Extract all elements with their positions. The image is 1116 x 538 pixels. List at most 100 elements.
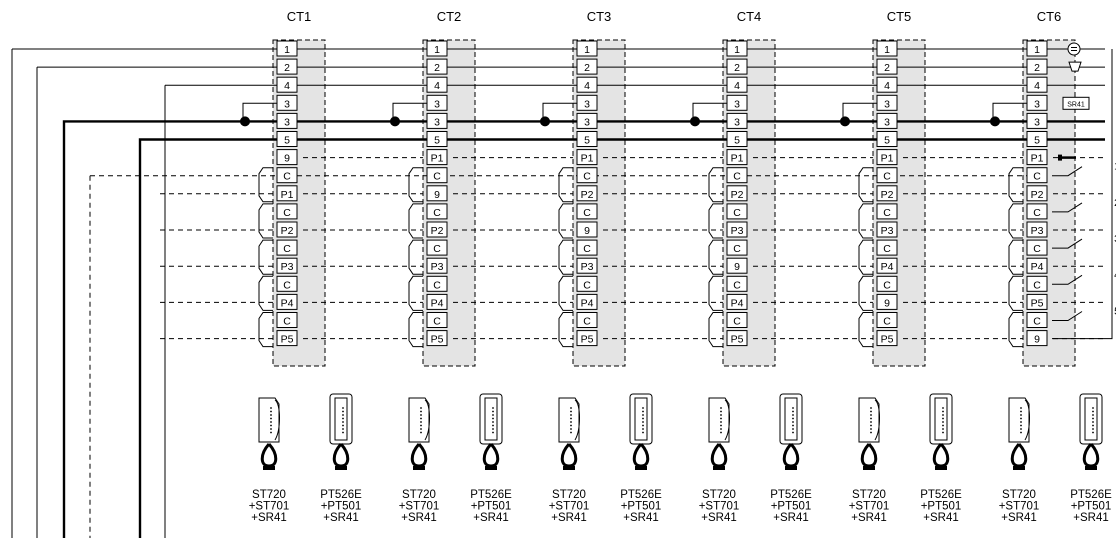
terminal-box-ct3-9 [576,203,598,220]
terminal-label-ct3-5: 5 [584,135,590,147]
terminal-box-ct6-16 [1026,330,1048,347]
terminal-label-ct1-6: 9 [284,153,290,165]
terminal-box-ct1-2 [276,76,298,93]
column-header-ct4: CT4 [737,9,762,24]
terminal-label-ct5-5: 5 [884,135,890,147]
keypad-dot [570,428,572,430]
terminal-label-ct3-7: C [583,171,591,183]
keypad-dot [1020,407,1022,409]
keypad-dot [792,417,794,420]
c-bracket-ct1-3 [258,275,273,311]
terminal-label-ct2-5: 5 [434,135,440,147]
keypad-dot [792,428,794,430]
terminal-box-ct6-13 [1026,275,1048,292]
terminal-box-ct2-10 [426,221,448,238]
terminal-box-ct2-6 [426,149,448,166]
coiled-cord [482,442,500,468]
terminal-label-ct1-7: C [283,171,291,183]
handset-body [858,397,880,443]
keypad-dot [642,428,644,430]
terminal-label-ct5-3: 3 [884,98,890,110]
terminal-label-ct1-9: C [283,207,291,219]
handset-receiver [634,397,648,441]
terminal-box-ct4-15 [726,312,748,328]
terminal-label-ct5-13: C [883,279,891,291]
wiring-layer [11,48,1113,538]
handset-caption-ct4-0-1: +ST701 [699,501,740,513]
terminal-box-ct2-0 [426,40,448,57]
keypad-dot [570,414,572,416]
keypad-dot [1092,410,1094,413]
keypad-dot [342,428,344,430]
keypad-dot [570,407,572,409]
terminal-box-ct3-6 [576,149,598,166]
terminal-box-ct2-5 [426,131,448,147]
c-bracket-ct5-4 [858,312,873,348]
terminal-label-ct3-10: 9 [584,225,590,237]
handset-caption-ct6-0-1: +ST701 [999,501,1040,513]
handset-receiver [574,399,580,441]
keypad-dot [720,428,722,430]
keypad-dot [342,424,344,427]
terminal-box-ct1-4 [276,112,298,129]
c-bracket-ct1-2 [258,239,273,275]
cord-plug [635,466,647,470]
keypad-dot [942,428,944,430]
terminal-label-ct5-0: 1 [884,44,890,56]
terminal-label-ct5-15: C [883,316,891,328]
terminal-box-ct2-4 [426,112,448,129]
terminal-label-ct4-2: 4 [734,80,740,92]
terminal-label-ct2-12: P3 [431,261,444,273]
terminal-box-ct5-14 [876,293,898,310]
keypad-dot [420,417,422,420]
sr41-module-label: SR41 [1067,101,1085,108]
keypad-dot [570,424,572,427]
panel-ct1 [272,39,326,367]
keypad-dot [1020,421,1022,423]
handset-caption-ct5-0-0: ST720 [852,489,886,501]
keypad-dot [792,421,794,423]
c-bracket-ct1-1 [258,203,273,239]
c-bracket-ct2-3 [408,275,423,311]
terminal-box-ct5-16 [876,330,898,347]
c-bracket-ct4-0 [708,167,723,203]
terminal-box-ct4-1 [726,58,748,75]
terminal-label-ct3-14: P4 [581,297,594,309]
terminal-label-ct4-0: 1 [734,44,740,56]
terminal-box-ct6-0 [1026,40,1048,57]
keypad-dot [942,414,944,416]
terminal-box-ct6-8 [1026,185,1048,202]
terminal-label-ct2-11: C [433,243,441,255]
jumper-ct3 [542,102,583,122]
keypad-dot [492,414,494,416]
terminal-label-ct1-13: C [283,279,291,291]
keypad-dot [342,414,344,416]
terminal-box-ct3-16 [576,330,598,347]
handset-body [708,397,730,443]
junction-dot-ct4 [690,116,700,127]
keypad-dot [270,424,272,427]
terminal-label-ct1-3: 3 [284,98,290,110]
terminal-label-ct1-0: 1 [284,44,290,56]
handset-caption-ct2-0-1: +ST701 [399,501,440,513]
terminal-box-ct2-16 [426,330,448,347]
column-header-ct1: CT1 [287,9,312,24]
relay-contact-4 [1052,274,1083,285]
keypad-dot [1092,431,1094,434]
terminal-box-ct3-2 [576,76,598,93]
jumper-ct2 [392,102,433,122]
c-bracket-ct5-0 [858,167,873,203]
terminal-box-ct3-12 [576,257,598,274]
terminal-box-ct3-10 [576,221,598,238]
terminal-box-ct2-12 [426,257,448,274]
terminal-box-ct2-8 [426,185,448,202]
keypad-dot [870,410,872,413]
terminal-label-ct4-6: P1 [731,153,744,165]
keypad-dot [492,421,494,423]
terminal-box-ct3-13 [576,275,598,292]
handset-caption-ct3-1-1: +PT501 [621,501,662,513]
terminal-box-ct3-8 [576,185,598,202]
terminal-box-ct3-11 [576,239,598,256]
